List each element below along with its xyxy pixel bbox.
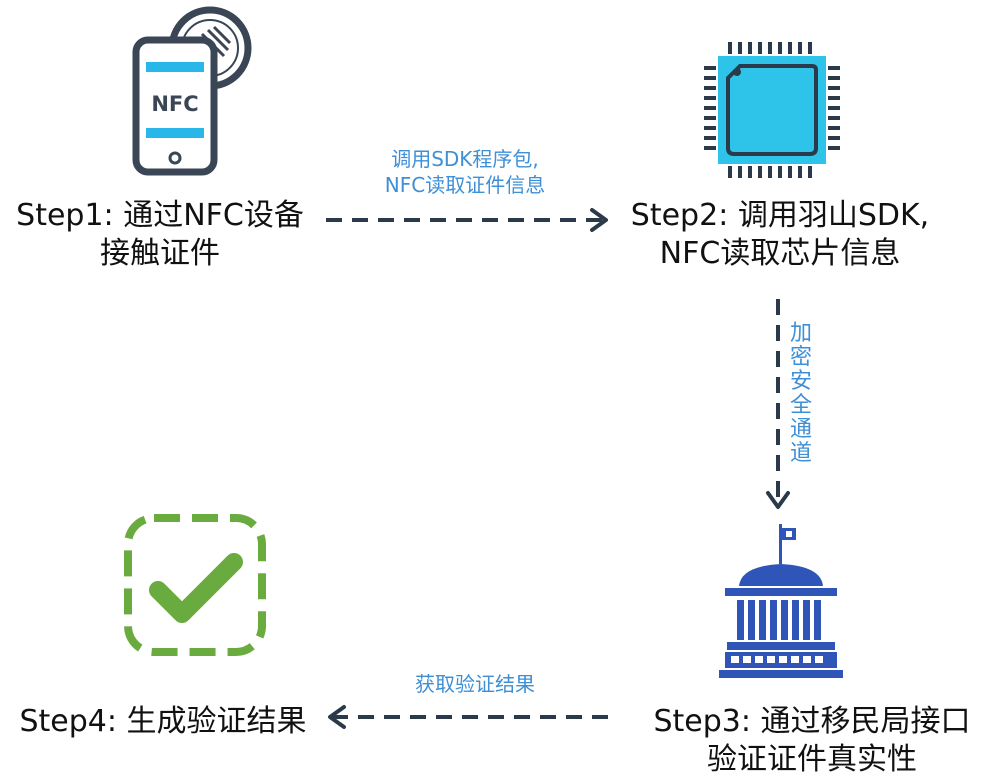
chip-icon (704, 42, 840, 178)
edge1-line1: 调用SDK程序包, (391, 147, 539, 171)
step4-line1: Step4: 生成验证结果 (19, 704, 307, 739)
step2-line1: Step2: 调用羽山SDK, (630, 198, 930, 233)
edge3-label: 获取验证结果 (415, 672, 535, 696)
step2-line2: NFC读取芯片信息 (659, 236, 901, 271)
edge3-arrow (328, 705, 618, 729)
edge1-line2: NFC读取证件信息 (384, 173, 546, 197)
nfc-text: NFC (151, 92, 198, 116)
step2-label: Step2: 调用羽山SDK, NFC读取芯片信息 (620, 197, 940, 273)
step4-label: Step4: 生成验证结果 (8, 703, 318, 741)
edge1-arrow (326, 208, 608, 232)
check-icon (124, 514, 266, 656)
step1-line1: Step1: 通过NFC设备 (16, 198, 304, 233)
step3-line1: Step3: 通过移民局接口 (653, 704, 971, 739)
step3-line2: 验证证件真实性 (707, 742, 917, 777)
building-icon (719, 524, 843, 678)
step3-label: Step3: 通过移民局接口 验证证件真实性 (652, 703, 972, 779)
edge1-label: 调用SDK程序包, NFC读取证件信息 (350, 146, 580, 198)
step1-label: Step1: 通过NFC设备 接触证件 (10, 197, 310, 273)
nfc-phone-icon: NFC (132, 6, 252, 176)
edge2-arrow (766, 299, 790, 509)
edge2-label: 加密安全通道 (789, 321, 812, 466)
step1-line2: 接触证件 (100, 236, 220, 271)
